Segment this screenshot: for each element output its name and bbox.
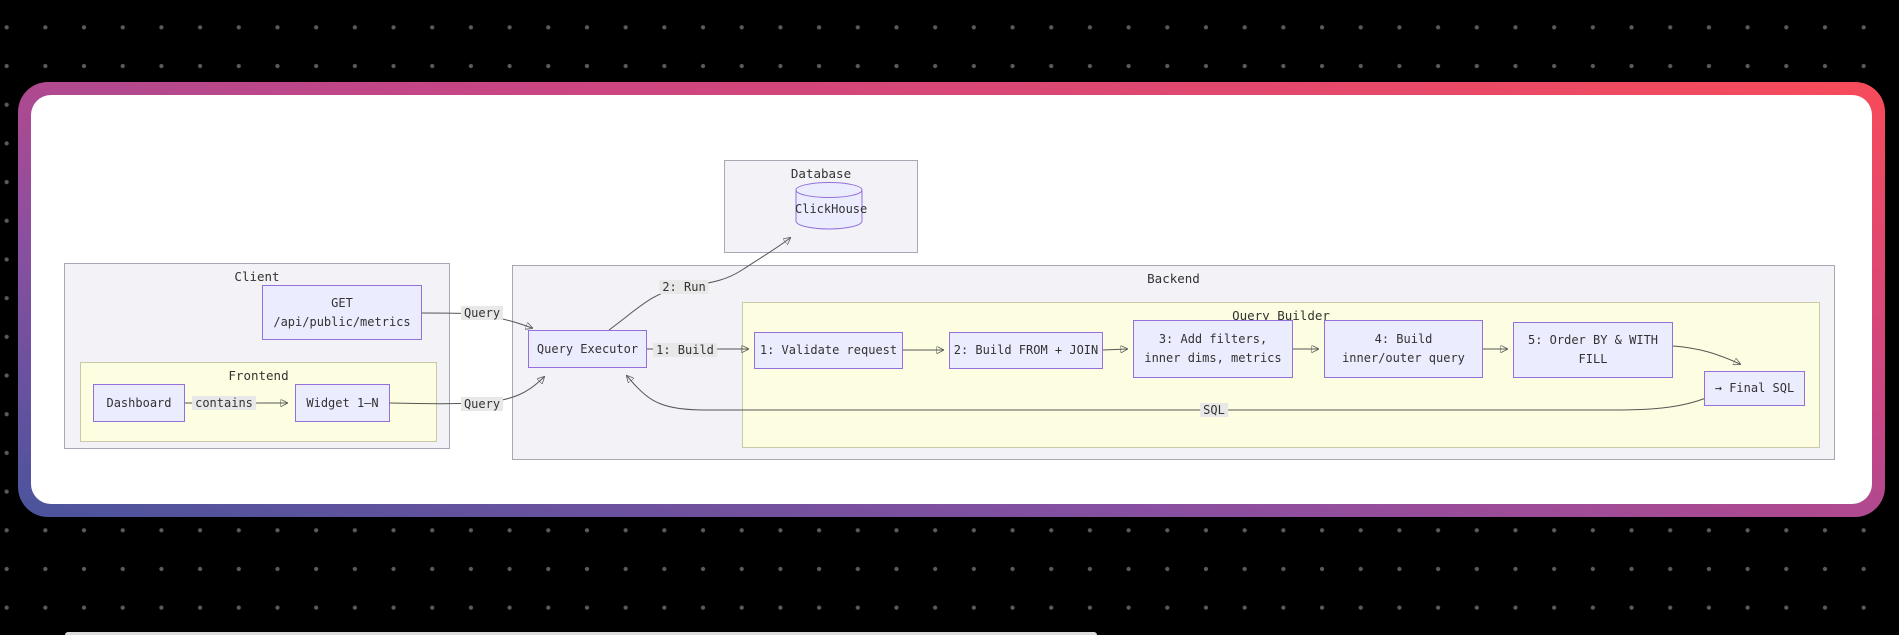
edge-label-query-widget: Query <box>460 397 504 411</box>
node-query-executor-label: Query Executor <box>536 341 639 356</box>
database-cylinder-icon <box>795 182 863 230</box>
node-widget-label: Widget 1–N <box>306 395 379 410</box>
cluster-frontend-label: Frontend <box>228 368 289 383</box>
partial-card-edge <box>65 632 1097 635</box>
node-step1-validate: 1: Validate request <box>754 332 903 369</box>
node-dashboard: Dashboard <box>93 384 185 422</box>
node-step4-line2: inner/outer query <box>1342 351 1465 365</box>
node-get-api-line2: /api/public/metrics <box>273 314 411 329</box>
node-step3-line1: 3: Add filters, <box>1158 332 1268 347</box>
node-clickhouse: ClickHouse <box>795 182 868 230</box>
node-final-sql-label: → Final SQL <box>1714 381 1795 396</box>
cluster-database: Database <box>724 160 918 253</box>
edge-label-contains: contains <box>192 396 256 410</box>
edge-label-query-get: Query <box>460 306 504 320</box>
edge-label-build: 1: Build <box>653 343 717 357</box>
node-step2-label: 2: Build FROM + JOIN <box>953 343 1099 358</box>
node-get-api-line1: GET <box>331 295 353 310</box>
node-step5-line1: 5: Order BY & WITH <box>1527 333 1659 348</box>
node-get-api: GET /api/public/metrics <box>262 285 422 340</box>
node-step5-line2: FILL <box>1578 352 1608 366</box>
node-step5-order-by: 5: Order BY & WITH FILL <box>1513 322 1673 378</box>
node-step4-line1: 4: Build <box>1374 332 1433 347</box>
edge-label-sql: SQL <box>1200 403 1228 417</box>
node-dashboard-label: Dashboard <box>106 395 172 410</box>
cluster-query-builder-label: Query Builder <box>1232 308 1330 323</box>
cluster-client-label: Client <box>234 269 280 284</box>
node-final-sql: → Final SQL <box>1704 371 1805 406</box>
edge-label-run: 2: Run <box>659 280 709 294</box>
node-query-executor: Query Executor <box>528 330 647 368</box>
node-clickhouse-label: ClickHouse <box>795 202 868 216</box>
node-step3-add-filters: 3: Add filters, inner dims, metrics <box>1133 320 1293 378</box>
node-step1-label: 1: Validate request <box>759 343 898 358</box>
node-step4-build-query: 4: Build inner/outer query <box>1324 320 1483 378</box>
cluster-database-label: Database <box>790 166 852 181</box>
node-step3-line2: inner dims, metrics <box>1144 351 1282 365</box>
node-widget: Widget 1–N <box>295 384 390 422</box>
cluster-backend-label: Backend <box>1147 271 1200 286</box>
node-step2-build-from-join: 2: Build FROM + JOIN <box>949 332 1103 369</box>
